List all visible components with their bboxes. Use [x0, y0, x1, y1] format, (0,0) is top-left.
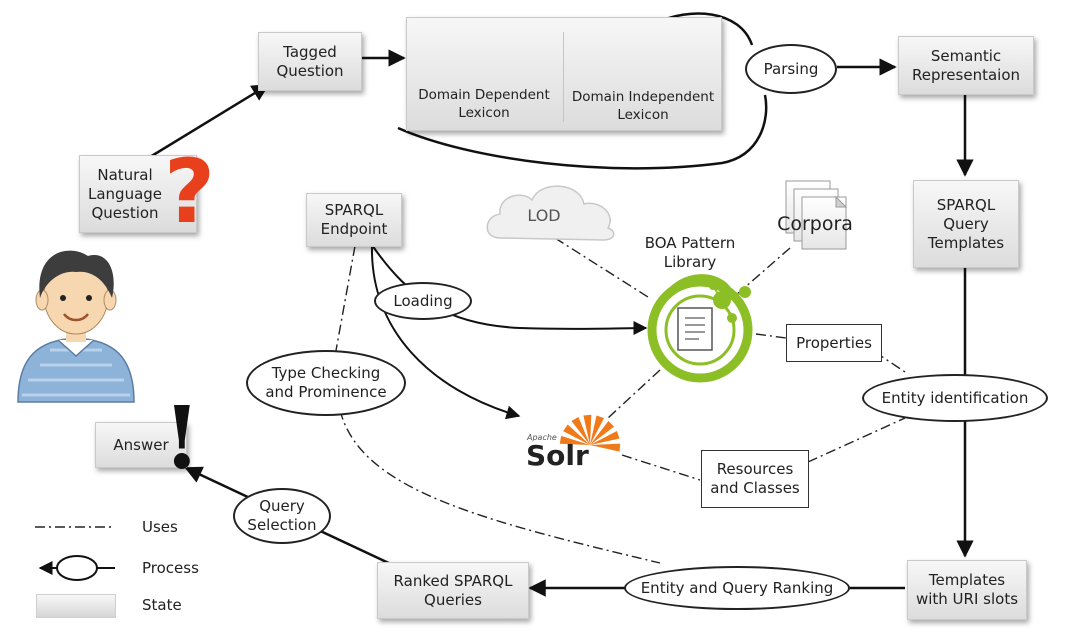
legend-uses-label: Uses	[142, 518, 178, 536]
process-parsing: Parsing	[745, 44, 837, 94]
state-natural-language-question: Natural Language Question	[79, 155, 197, 233]
cloud-icon	[486, 185, 615, 241]
arrow-nlq-to-tagged	[149, 83, 270, 159]
state-properties: Properties	[786, 324, 882, 362]
process-entity-identification: Entity identification	[862, 374, 1048, 422]
state-ranked-sparql-queries: Ranked SPARQL Queries	[377, 562, 529, 619]
uses-endpoint-typecheck	[334, 245, 356, 357]
state-answer: Answer	[95, 422, 187, 468]
process-query-selection: Query Selection	[233, 488, 331, 544]
uses-typecheck-ranking	[339, 409, 661, 564]
uses-resources-entity	[807, 417, 906, 463]
uses-boa-solr	[607, 369, 661, 419]
state-templates-with-uri-slots: Templates with URI slots	[907, 560, 1027, 620]
state-sparql-query-templates: SPARQL Query Templates	[913, 180, 1019, 268]
uses-solr-resources	[621, 454, 701, 481]
domain-independent-lexicon-label: Domain Independent Lexicon	[571, 89, 715, 123]
legend-process-label: Process	[142, 559, 199, 577]
state-sparql-endpoint: SPARQL Endpoint	[306, 193, 402, 247]
boa-pattern-library-label: BOA Pattern Library	[644, 234, 736, 271]
process-type-checking: Type Checking and Prominence	[246, 350, 406, 416]
state-tagged-question: Tagged Question	[258, 32, 362, 91]
domain-dependent-lexicon-label: Domain Dependent Lexicon	[418, 87, 550, 121]
lexicon-divider	[563, 32, 564, 122]
lod-label: LOD	[527, 206, 561, 225]
arrow-endpoint-to-solr	[370, 244, 521, 420]
legend-state-swatch	[36, 594, 116, 618]
state-resources-and-classes: Resources and Classes	[701, 450, 809, 508]
parsing-loop-bottom	[397, 94, 768, 170]
question-mark-icon: ?	[164, 140, 216, 243]
solr-label: Solr	[526, 439, 589, 472]
uses-boa-properties	[755, 333, 787, 339]
uses-lod-boa	[554, 237, 649, 298]
user-avatar-icon	[17, 250, 135, 403]
process-entity-query-ranking: Entity and Query Ranking	[624, 566, 850, 610]
legend-process-oval	[56, 555, 98, 581]
legend-state-label: State	[142, 596, 182, 614]
process-loading: Loading	[374, 282, 472, 320]
exclamation-mark-icon: !	[163, 388, 201, 489]
solr-apache-label: Apache	[527, 433, 557, 442]
lexicon-panel	[406, 17, 722, 131]
state-semantic-representation: Semantic Representaion	[898, 36, 1034, 95]
solr-logo-icon	[559, 414, 621, 452]
documents-icon	[785, 180, 848, 250]
corpora-label: Corpora	[777, 213, 853, 235]
boa-logo-icon	[647, 274, 753, 383]
